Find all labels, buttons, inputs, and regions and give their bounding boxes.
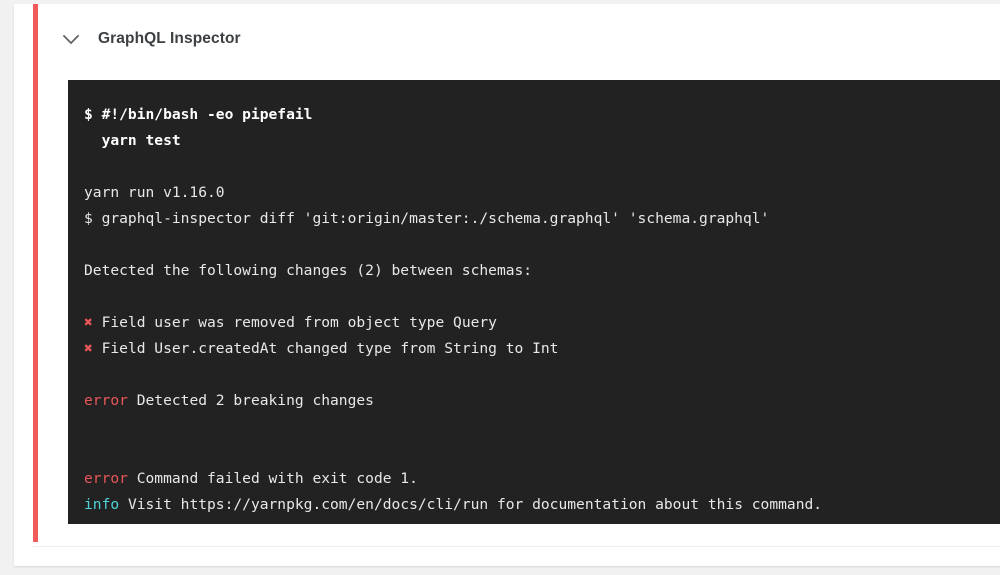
log-plain-text: $ graphql-inspector diff 'git:origin/mas… [84,210,770,227]
log-plain-text: Exited with code 1 [84,522,242,524]
breaking-change-x-icon: ✖ [84,314,93,331]
log-message-text: Command failed with exit code 1. [127,470,418,487]
log-change-text: Field user was removed from object type … [92,314,497,331]
step-divider [33,546,1000,547]
log-line: ✖ Field User.createdAt changed type from… [68,336,1000,362]
log-line: $ graphql-inspector diff 'git:origin/mas… [68,206,1000,232]
chevron-down-icon[interactable] [58,26,84,52]
step-status-bar [33,4,38,542]
log-plain-text: Detected the following changes (2) betwe… [84,262,533,279]
log-message-text: Visit https://yarnpkg.com/en/docs/cli/ru… [119,496,823,513]
log-command-text: $ #!/bin/bash -eo pipefail [84,106,313,123]
log-line [68,440,1000,466]
log-level-tag: error [84,470,128,487]
step-header[interactable]: GraphQL Inspector [58,20,241,58]
log-blank-line [84,236,93,253]
log-line: yarn test [68,128,1000,154]
log-blank-line [84,288,93,305]
log-line: info Visit https://yarnpkg.com/en/docs/c… [68,492,1000,518]
page-left-gutter [0,0,14,575]
page-title: GraphQL Inspector [98,30,241,47]
log-line: error Command failed with exit code 1. [68,466,1000,492]
log-line [68,232,1000,258]
log-command-text: yarn test [84,132,181,149]
log-line [68,414,1000,440]
log-body: $ #!/bin/bash -eo pipefail yarn test yar… [68,102,1000,524]
log-line: $ #!/bin/bash -eo pipefail [68,102,1000,128]
log-line [68,154,1000,180]
log-blank-line [84,158,93,175]
log-level-tag: info [84,496,120,513]
log-message-text: Detected 2 breaking changes [127,392,374,409]
log-blank-line [84,444,93,461]
breaking-change-x-icon: ✖ [84,340,93,357]
log-change-text: Field User.createdAt changed type from S… [92,340,559,357]
log-line: ✖ Field user was removed from object typ… [68,310,1000,336]
log-blank-line [84,418,93,435]
log-line: yarn run v1.16.0 [68,180,1000,206]
log-line: Exited with code 1 [68,518,1000,524]
log-level-tag: error [84,392,128,409]
terminal-output[interactable]: $ #!/bin/bash -eo pipefail yarn test yar… [68,80,1000,524]
log-line [68,362,1000,388]
log-line: Detected the following changes (2) betwe… [68,258,1000,284]
log-plain-text: yarn run v1.16.0 [84,184,225,201]
build-step-card: GraphQL Inspector $ #!/bin/bash -eo pipe… [14,4,1000,566]
log-line [68,284,1000,310]
log-line: error Detected 2 breaking changes [68,388,1000,414]
log-blank-line [84,366,93,383]
